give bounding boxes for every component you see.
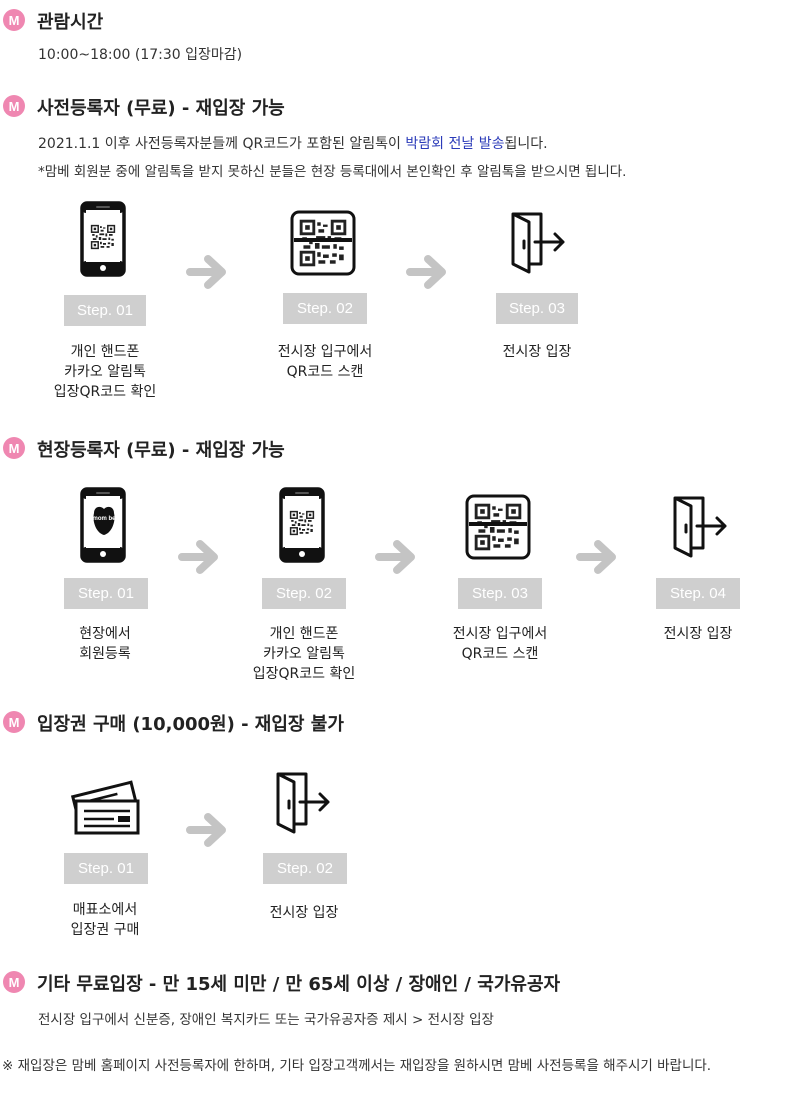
step-caption: 개인 핸드폰 카카오 알림톡 입장QR코드 확인 — [252, 626, 356, 682]
step-caption: 현장에서 회원등록 — [79, 626, 131, 662]
arrow-right-icon — [375, 537, 425, 577]
hours-text: 10:00~18:00 (17:30 입장마감) — [38, 47, 243, 63]
step-caption: 전시장 입구에서 QR코드 스캔 — [452, 626, 548, 662]
section-badge-icon: M — [3, 437, 25, 459]
arrow-right-icon — [576, 537, 626, 577]
line1-suffix: 됩니다. — [504, 136, 548, 152]
footnote: ※ 재입장은 맘베 홈페이지 사전등록자에 한하며, 기타 입장고객께서는 재입… — [2, 1058, 712, 1074]
onsite-title: 현장등록자 (무료) - 재입장 가능 — [37, 440, 285, 461]
phone-mombe-icon: mom be — [80, 487, 126, 563]
qr-code-icon — [290, 210, 356, 276]
step-caption: 전시장 입구에서 QR코드 스캔 — [277, 344, 373, 380]
step-caption: 개인 핸드폰 카카오 알림톡 입장QR코드 확인 — [53, 344, 157, 400]
pre-registered-title: 사전등록자 (무료) - 재입장 가능 — [37, 98, 285, 119]
qr-code-icon — [465, 494, 531, 560]
step-label: Step. 04 — [656, 578, 740, 609]
arrow-right-icon — [406, 252, 456, 292]
step-label: Step. 03 — [458, 578, 542, 609]
ticket-icon — [70, 780, 140, 835]
step-caption: 전시장 입장 — [663, 626, 733, 642]
step-caption: 매표소에서 입장권 구매 — [70, 902, 140, 938]
step-label: Step. 01 — [64, 853, 148, 884]
line1-prefix: 2021.1.1 이후 사전등록자분들께 QR코드가 포함된 알림톡이 — [38, 136, 406, 152]
step-label: Step. 02 — [262, 578, 346, 609]
section-badge-icon: M — [3, 971, 25, 993]
door-exit-icon — [511, 212, 565, 274]
pre-registered-line1: 2021.1.1 이후 사전등록자분들께 QR코드가 포함된 알림톡이 박람회 … — [38, 133, 548, 153]
step-label: Step. 01 — [64, 295, 146, 326]
step-label: Step. 01 — [64, 578, 148, 609]
phone-qr-icon — [279, 487, 325, 563]
section-badge-icon: M — [3, 95, 25, 117]
line1-highlight: 박람회 전날 발송 — [405, 136, 505, 152]
ticket-title: 입장권 구매 (10,000원) - 재입장 불가 — [37, 714, 344, 735]
section-badge-icon: M — [3, 9, 25, 31]
arrow-right-icon — [186, 810, 236, 850]
step-label: Step. 03 — [496, 293, 578, 324]
pre-registered-line2: *맘베 회원분 중에 알림톡을 받지 못하신 분들은 현장 등록대에서 본인확인… — [38, 164, 627, 180]
svg-text:mom be: mom be — [92, 516, 116, 522]
other-text: 전시장 입구에서 신분증, 장애인 복지카드 또는 국가유공자증 제시 > 전시… — [38, 1012, 494, 1028]
arrow-right-icon — [186, 252, 236, 292]
door-exit-icon — [276, 772, 330, 834]
arrow-right-icon — [178, 537, 228, 577]
step-caption: 전시장 입장 — [269, 905, 339, 921]
other-title: 기타 무료입장 - 만 15세 미만 / 만 65세 이상 / 장애인 / 국가… — [37, 974, 561, 995]
step-label: Step. 02 — [283, 293, 367, 324]
phone-qr-icon — [80, 201, 126, 277]
door-exit-icon — [673, 496, 727, 558]
section-badge-icon: M — [3, 711, 25, 733]
step-caption: 전시장 입장 — [502, 344, 572, 360]
hours-title: 관람시간 — [37, 12, 104, 33]
step-label: Step. 02 — [263, 853, 347, 884]
